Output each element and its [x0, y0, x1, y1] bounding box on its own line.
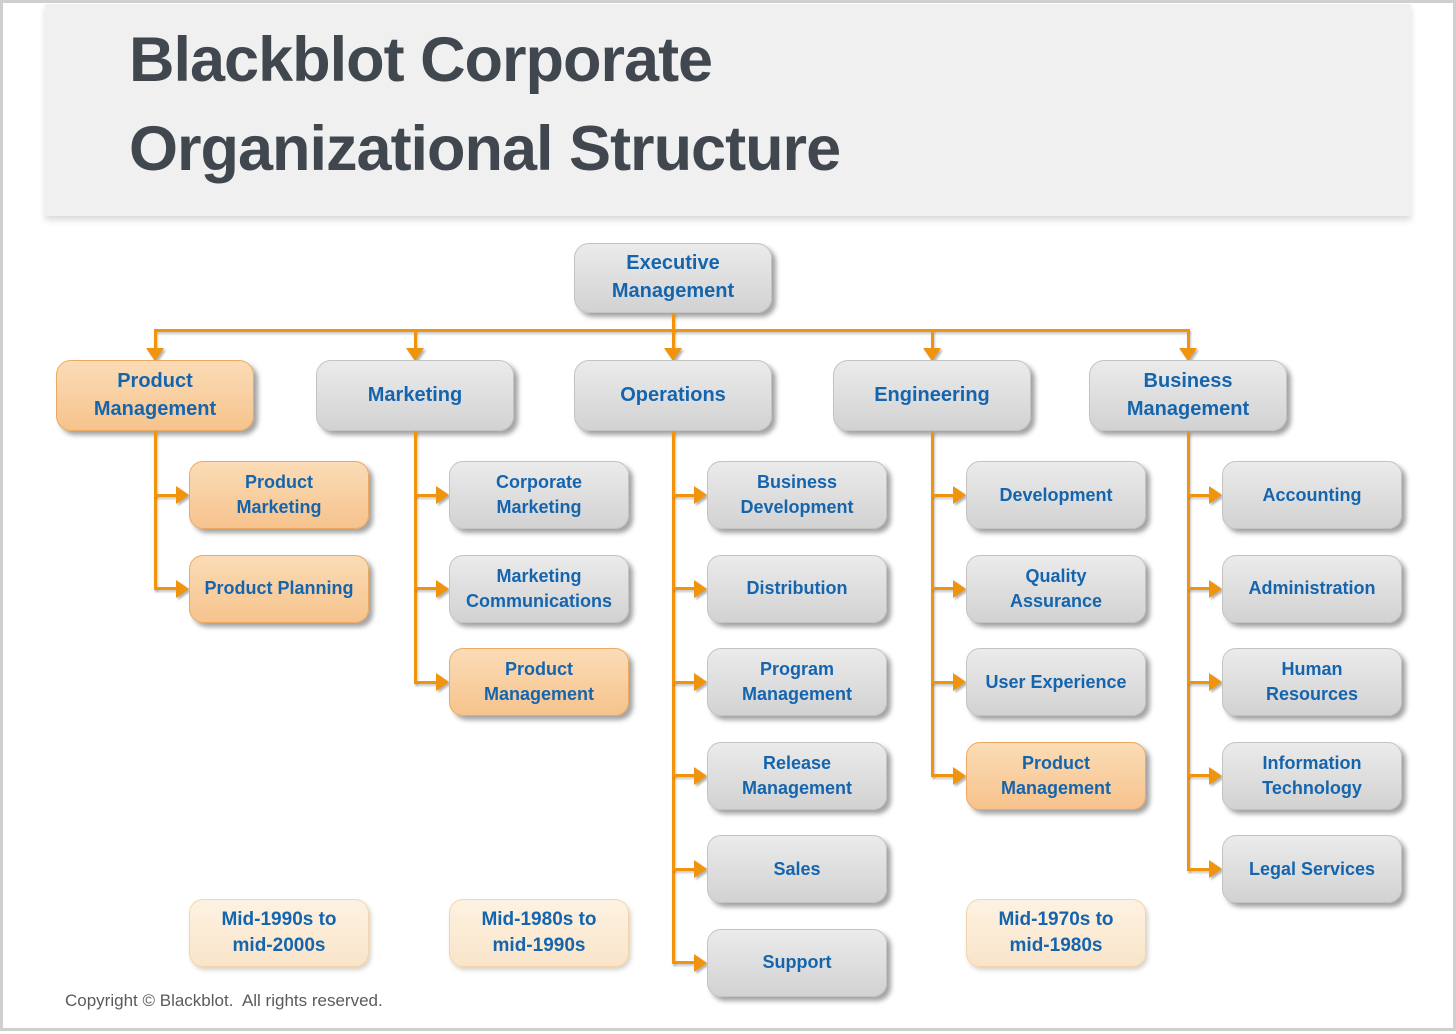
org-node-program-management: Program Management — [707, 648, 887, 716]
arrowhead-right-icon — [694, 579, 707, 598]
connector-line — [930, 431, 934, 777]
org-node-accounting: Accounting — [1222, 461, 1402, 529]
connector-line — [932, 774, 954, 777]
org-node-support: Support — [707, 928, 887, 997]
connector-line — [1188, 680, 1210, 684]
arrowhead-right-icon — [1209, 766, 1222, 785]
connector-line — [673, 961, 695, 964]
connector-line — [415, 587, 437, 590]
arrowhead-right-icon — [694, 766, 707, 785]
arrowhead-right-icon — [1209, 486, 1222, 504]
page-title-line2: Organizational Structure — [129, 114, 841, 185]
arrowhead-down-icon — [1179, 348, 1197, 361]
connector-line — [932, 587, 954, 590]
connector-line — [1188, 774, 1210, 777]
connector-line — [155, 493, 177, 497]
arrowhead-right-icon — [694, 486, 707, 504]
era-label-mid-1980s-to-mid-1990s: Mid-1980s to mid-1990s — [449, 899, 629, 967]
arrowhead-right-icon — [694, 860, 707, 878]
org-node-information-technology: Information Technology — [1222, 741, 1402, 810]
org-node-human-resources: Human Resources — [1222, 648, 1402, 716]
era-label-mid-1970s-to-mid-1980s: Mid-1970s to mid-1980s — [966, 899, 1146, 967]
connector-line — [673, 774, 695, 777]
org-node-marketing-communications: Marketing Communications — [449, 554, 629, 623]
org-node-legal-services: Legal Services — [1222, 835, 1402, 903]
org-node-marketing: Marketing — [316, 360, 514, 431]
org-node-release-management: Release Management — [707, 741, 887, 810]
org-node-product-management: Product Management — [449, 648, 629, 716]
arrowhead-right-icon — [953, 579, 966, 598]
connector-line — [671, 431, 675, 964]
connector-line — [671, 330, 675, 349]
connector-line — [930, 330, 934, 349]
arrowhead-right-icon — [436, 579, 449, 598]
org-node-engineering: Engineering — [833, 360, 1031, 431]
connector-line — [932, 493, 954, 497]
org-node-executive-management: Executive Management — [574, 243, 772, 313]
arrowhead-right-icon — [1209, 860, 1222, 878]
connector-line — [155, 587, 177, 590]
org-node-operations: Operations — [574, 360, 772, 431]
org-node-business-development: Business Development — [707, 461, 887, 529]
org-node-administration: Administration — [1222, 554, 1402, 623]
arrowhead-right-icon — [176, 486, 189, 504]
era-label-mid-1990s-to-mid-2000s: Mid-1990s to mid-2000s — [189, 899, 369, 967]
arrowhead-down-icon — [923, 348, 941, 361]
arrowhead-right-icon — [953, 673, 966, 691]
connector-line — [673, 867, 695, 871]
page-title-line1: Blackblot Corporate — [129, 25, 713, 95]
connector-line — [673, 587, 695, 590]
connector-line — [673, 680, 695, 684]
arrowhead-right-icon — [436, 486, 449, 504]
arrowhead-right-icon — [1209, 579, 1222, 598]
connector-line — [153, 330, 157, 349]
arrowhead-right-icon — [953, 766, 966, 785]
org-node-product-marketing: Product Marketing — [189, 461, 369, 529]
arrowhead-down-icon — [146, 348, 164, 361]
org-node-quality-assurance: Quality Assurance — [966, 554, 1146, 623]
org-node-corporate-marketing: Corporate Marketing — [449, 461, 629, 529]
arrowhead-down-icon — [664, 348, 682, 361]
org-node-development: Development — [966, 461, 1146, 529]
arrowhead-right-icon — [694, 673, 707, 691]
org-node-product-planning: Product Planning — [189, 554, 369, 623]
connector-line — [932, 680, 954, 684]
connector-line — [673, 493, 695, 497]
arrowhead-right-icon — [953, 486, 966, 504]
connector-line — [415, 680, 437, 684]
connector-line — [415, 493, 437, 497]
connector-line — [1188, 587, 1210, 590]
connector-line — [153, 431, 157, 590]
org-node-user-experience: User Experience — [966, 648, 1146, 716]
arrowhead-right-icon — [436, 673, 449, 691]
org-node-sales: Sales — [707, 835, 887, 903]
arrowhead-right-icon — [1209, 673, 1222, 691]
org-node-product-management: Product Management — [56, 360, 254, 431]
connector-line — [413, 431, 417, 684]
arrowhead-down-icon — [406, 348, 424, 361]
org-node-product-management: Product Management — [966, 741, 1146, 810]
connector-line — [1188, 493, 1210, 497]
copyright-notice: Copyright © Blackblot. All rights reserv… — [65, 991, 383, 1010]
arrowhead-right-icon — [694, 953, 707, 972]
connector-line — [1188, 867, 1210, 871]
org-node-distribution: Distribution — [707, 554, 887, 623]
connector-line — [1186, 330, 1190, 349]
arrowhead-right-icon — [176, 579, 189, 598]
org-node-business-management: Business Management — [1089, 360, 1287, 431]
connector-line — [1186, 431, 1190, 871]
connector-line — [671, 313, 675, 330]
connector-line — [413, 330, 417, 349]
